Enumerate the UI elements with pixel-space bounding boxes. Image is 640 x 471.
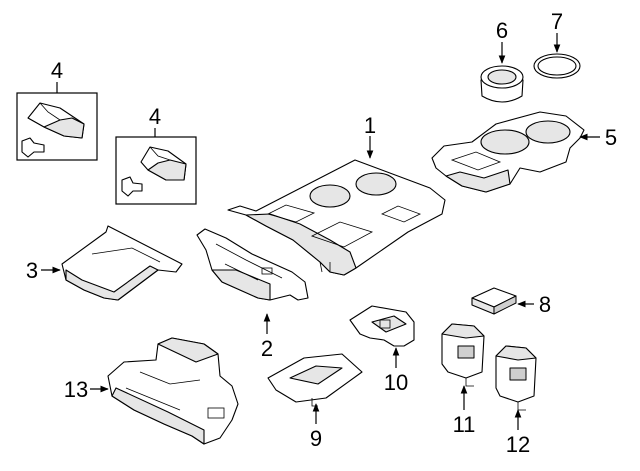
callout-labels: 1 2 3 4 4 5 6 7 8 9 10 11 12 13 <box>26 9 617 457</box>
callout-10: 10 <box>384 370 408 395</box>
part-6-cup <box>480 65 524 103</box>
callout-4b: 4 <box>149 104 161 129</box>
callout-5: 5 <box>605 125 617 150</box>
part-1-console <box>227 159 446 276</box>
part-11-switch <box>441 323 485 387</box>
leader-lines <box>41 33 600 430</box>
part-2-bracket <box>196 228 309 301</box>
callout-8: 8 <box>539 292 551 317</box>
part-4-inset-right <box>115 136 197 205</box>
callout-3: 3 <box>26 258 38 283</box>
callout-6: 6 <box>496 18 508 43</box>
part-3-panel <box>61 225 183 301</box>
part-7-ring <box>533 53 581 79</box>
callout-7: 7 <box>551 9 563 34</box>
part-4-inset-left <box>16 92 98 161</box>
callout-12: 12 <box>506 432 530 457</box>
part-12-switch <box>495 345 537 411</box>
part-10-switch <box>349 305 415 347</box>
callout-13: 13 <box>64 377 88 402</box>
callout-11: 11 <box>453 412 476 437</box>
callout-4a: 4 <box>51 58 63 83</box>
part-9-tray <box>267 353 363 407</box>
part-5-cupholder <box>431 111 585 193</box>
callout-2: 2 <box>261 336 273 361</box>
callout-1: 1 <box>364 113 376 138</box>
part-13-shifter-base <box>107 337 239 445</box>
part-8-pad <box>471 287 517 315</box>
callout-9: 9 <box>310 426 322 451</box>
